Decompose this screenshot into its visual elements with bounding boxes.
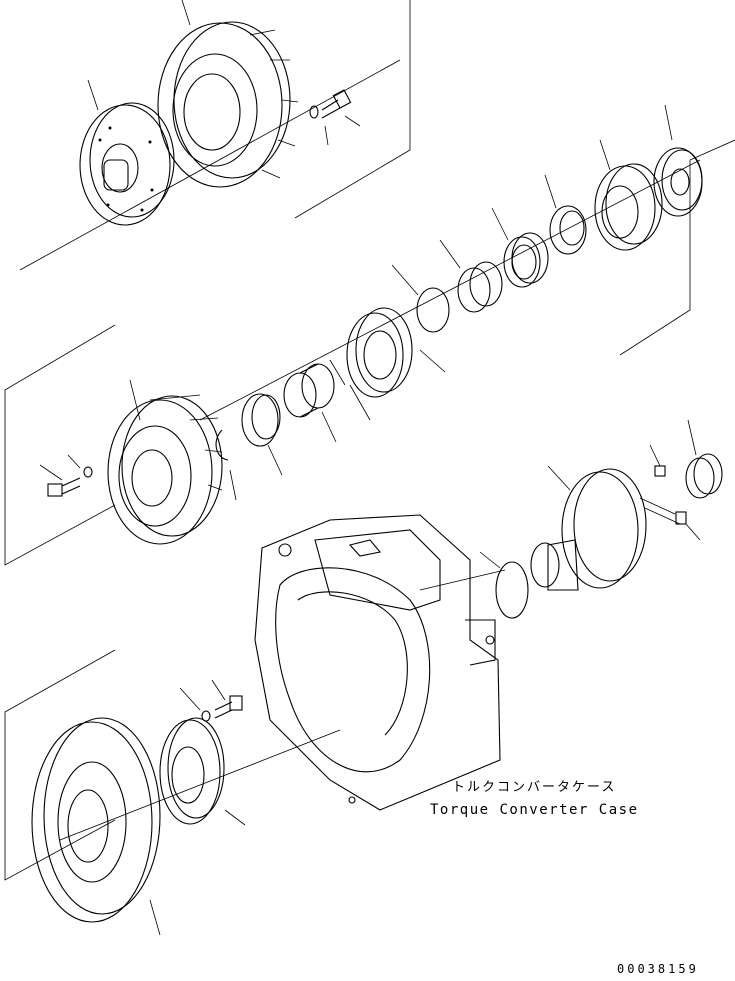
stator	[241, 393, 283, 476]
bearing-sleeve	[283, 359, 346, 443]
shaft-flange	[530, 465, 647, 591]
bearing	[491, 207, 549, 288]
pump-disc	[107, 379, 223, 545]
lower-axis-line	[59, 729, 341, 841]
top-axis-line	[19, 59, 401, 271]
bushing	[439, 239, 503, 313]
shaft-nut-bolt	[639, 444, 701, 541]
impeller-hub-disc	[79, 79, 175, 226]
lower-disc	[31, 717, 161, 936]
drawing-number: 00038159	[617, 962, 699, 976]
case-caption-english: Torque Converter Case	[430, 802, 639, 818]
o-ring	[479, 551, 529, 619]
top-assembly-group	[19, 0, 411, 271]
left-bolt-washer	[39, 454, 93, 497]
retaining-clip	[215, 429, 237, 501]
top-group-bracket	[294, 0, 411, 219]
lower-group-bracket	[4, 649, 116, 881]
gear-ring	[653, 104, 703, 217]
seal-ring	[544, 174, 587, 255]
lower-bolt-washer	[179, 679, 243, 722]
bearing-axis-line	[199, 159, 701, 421]
lower-group	[4, 649, 341, 936]
top-washer-bolt	[309, 89, 361, 146]
case-caption-japanese: トルクコンバータケース	[452, 780, 617, 795]
snap-ring	[391, 264, 450, 333]
bearing-group-bracket	[619, 139, 735, 356]
stator-flange	[346, 307, 446, 421]
retainer-housing	[594, 139, 663, 251]
output-shaft-group	[479, 419, 723, 619]
turbine-disc	[157, 0, 299, 188]
lower-flange-plate	[159, 717, 246, 826]
torque-converter-case	[254, 514, 506, 811]
left-group	[4, 324, 223, 566]
left-group-bracket	[4, 324, 116, 566]
bearing-group	[199, 104, 735, 501]
seal-cap	[685, 419, 723, 499]
